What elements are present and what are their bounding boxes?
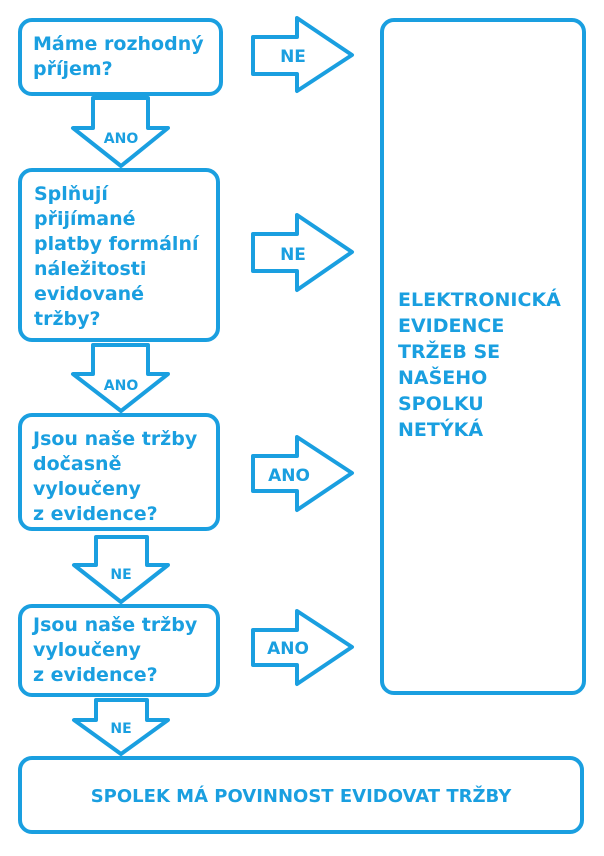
question-3-text: Jsou naše tržby dočasně vyloučeny z evid… — [33, 428, 198, 525]
down-arrow-2-label: ANO — [104, 378, 139, 394]
right-arrow-1: NE — [251, 16, 354, 93]
question-1-box — [18, 18, 223, 96]
question-4-box — [18, 604, 220, 697]
right-arrow-3: ANO — [251, 435, 354, 512]
down-arrow-3-label: NE — [110, 567, 131, 583]
outcome-exempt-text: ELEKTRONICKÁ EVIDENCE TRŽEB SE NAŠEHO SP… — [398, 289, 561, 441]
right-arrow-1-label: NE — [280, 47, 306, 67]
right-arrow-2-label: NE — [280, 245, 306, 265]
question-2-text: Splňují přijímané platby formální náleži… — [34, 183, 199, 330]
down-arrow-4-label: NE — [110, 721, 131, 737]
right-arrow-3-label: ANO — [268, 466, 310, 486]
down-arrow-2: ANO — [71, 343, 170, 413]
outcome-required-text: SPOLEK MÁ POVINNOST EVIDOVAT TRŽBY — [90, 786, 512, 807]
right-arrow-4: ANO — [251, 609, 354, 686]
down-arrow-1-label: ANO — [104, 131, 139, 147]
question-3-box — [18, 413, 220, 531]
question-4-text: Jsou naše tržby vyloučeny z evidence? — [33, 614, 198, 686]
outcome-required-box — [18, 756, 584, 834]
question-2-box — [18, 168, 220, 342]
down-arrow-3: NE — [72, 535, 170, 604]
down-arrow-1: ANO — [71, 96, 170, 168]
outcome-exempt-box — [380, 18, 586, 695]
right-arrow-2: NE — [251, 213, 354, 292]
question-1-text: Máme rozhodný příjem? — [33, 33, 204, 80]
down-arrow-4: NE — [72, 698, 170, 756]
right-arrow-4-label: ANO — [267, 639, 309, 659]
